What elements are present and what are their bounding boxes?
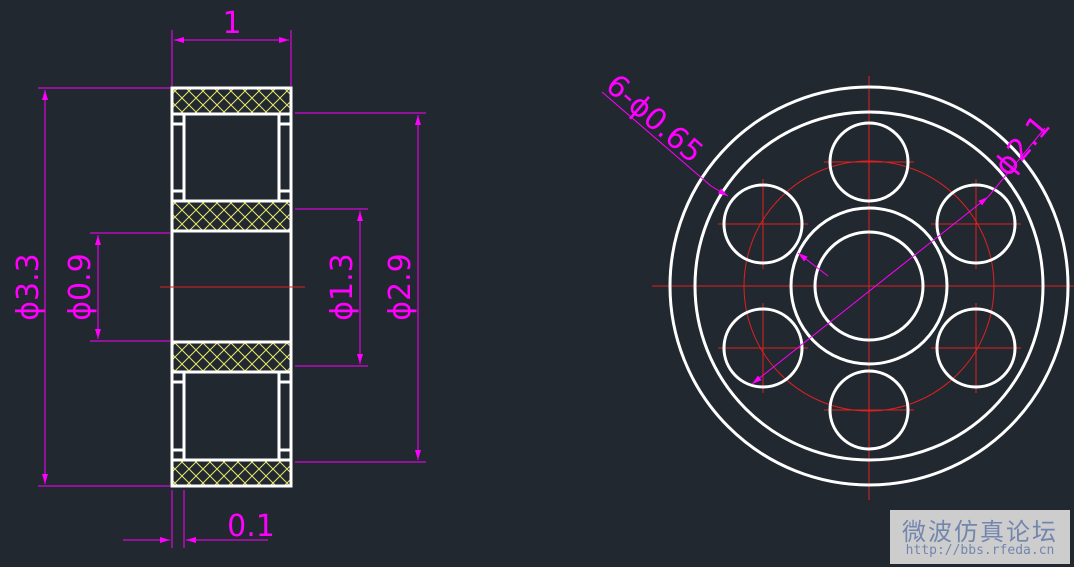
dim-step-label: 0.1 xyxy=(227,509,275,544)
dim-body-label: ϕ2.9 xyxy=(383,253,418,321)
dim-holes-label: 6-ϕ0.65 xyxy=(599,68,710,171)
front-dimensions xyxy=(601,91,1046,385)
dim-bore-label: ϕ0.9 xyxy=(63,253,98,321)
watermark-title: 微波仿真论坛 xyxy=(902,518,1058,546)
hatched-sections xyxy=(173,89,290,485)
watermark-url: http://bbs.rfeda.cn xyxy=(905,543,1055,558)
front-view: 6-ϕ0.65 ϕ2.1 xyxy=(599,68,1074,500)
dim-width-label: 1 xyxy=(222,6,241,41)
dim-hub-label: ϕ1.3 xyxy=(325,253,360,321)
side-dimensions xyxy=(38,30,426,548)
dim-outer-diameter-label: ϕ3.3 xyxy=(11,253,46,321)
dim-pitch-circle-label: ϕ2.1 xyxy=(988,109,1058,183)
watermark: 微波仿真论坛 http://bbs.rfeda.cn xyxy=(890,510,1070,564)
side-view: 1 ϕ3.3 ϕ0.9 ϕ1.3 ϕ2.9 0.1 xyxy=(11,6,426,548)
